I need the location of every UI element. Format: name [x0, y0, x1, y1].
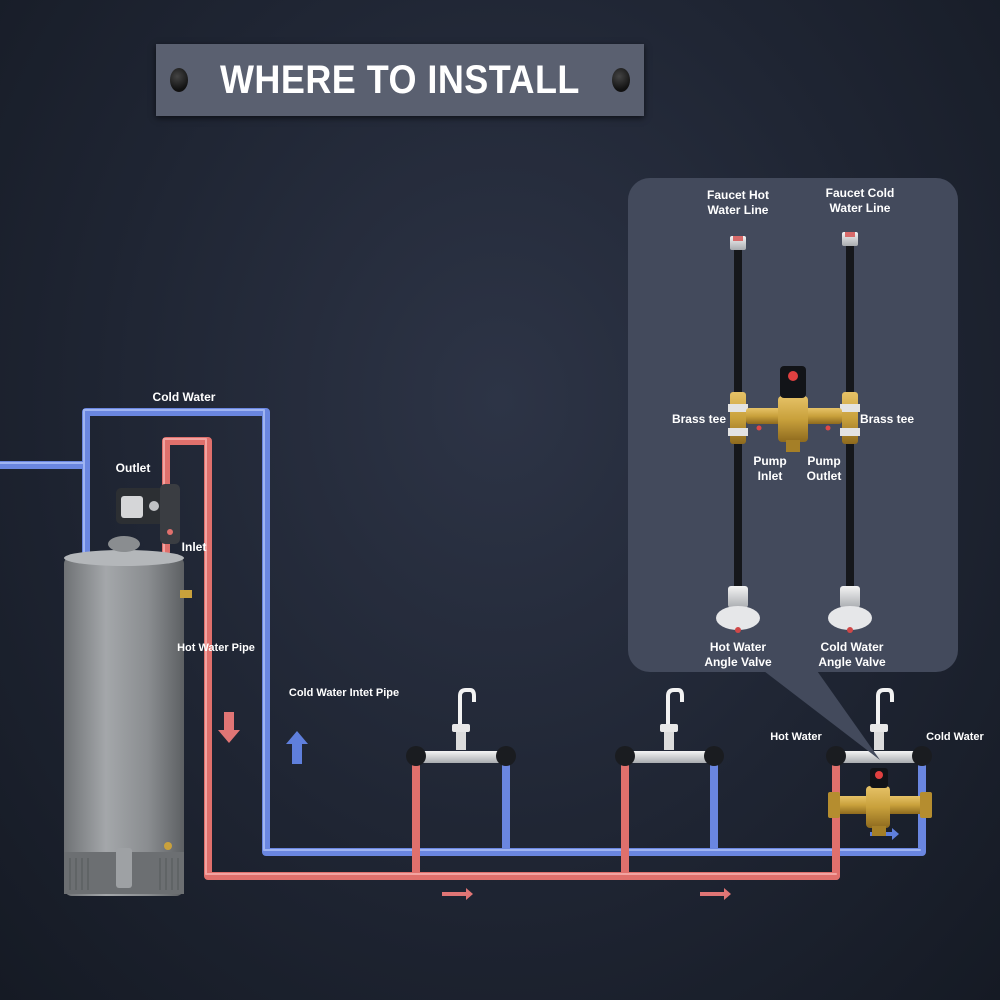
page-title: WHERE TO INSTALL: [220, 57, 580, 102]
faucet-icon: [452, 688, 476, 750]
inlet-label: Inlet: [181, 540, 207, 554]
hot-water-pipe-label: Hot Water Pipe: [177, 642, 255, 654]
callout-graphic: [716, 232, 872, 633]
faucet-unit-3: [826, 688, 932, 766]
water-heater-icon: [64, 536, 192, 896]
cold-water-inlet-pipe-label: Cold Water Intet Pipe: [288, 687, 400, 699]
faucet-icon: [660, 688, 684, 750]
faucet-icon: [870, 688, 894, 750]
faucet-cold-line-label: Faucet Cold Water Line: [825, 186, 895, 215]
cold-inlet-loop: [82, 408, 924, 856]
mixing-valve-icon: [746, 366, 842, 452]
brass-tee-left-label: Brass tee: [671, 412, 727, 426]
brass-tee-right-label: Brass tee: [859, 412, 915, 426]
cold-angle-valve-label: Cold Water Angle Valve: [818, 640, 886, 669]
pump-outlet-label: Pump Outlet: [806, 454, 842, 483]
faucet-unit-1: [406, 688, 516, 766]
callout-pointer: [760, 668, 880, 760]
hot-angle-valve-label: Hot Water Angle Valve: [704, 640, 772, 669]
angle-valve-hot-icon: [716, 586, 760, 633]
installation-detail-callout: Faucet Hot Water Line Faucet Cold Water …: [628, 178, 958, 672]
outlet-label: Outlet: [115, 461, 151, 475]
pump-inlet-label: Pump Inlet: [753, 454, 787, 483]
faucet-unit-2: [615, 688, 724, 766]
hot-water-right-label: Hot Water: [770, 731, 822, 743]
hot-water-pipes: [162, 437, 840, 880]
brass-tee-right-icon: [840, 392, 860, 444]
cold-water-top-label: Cold Water: [152, 390, 216, 404]
brass-tee-left-icon: [728, 392, 748, 444]
bolt-icon: [170, 68, 188, 92]
title-plate: WHERE TO INSTALL: [156, 44, 644, 116]
mixing-valve-icon: [828, 768, 932, 836]
angle-valve-cold-icon: [828, 586, 872, 633]
circulation-pump-icon: [116, 484, 180, 544]
bolt-icon: [612, 68, 630, 92]
cold-water-right-label: Cold Water: [926, 731, 984, 743]
faucet-hot-line-label: Faucet Hot Water Line: [706, 188, 769, 217]
